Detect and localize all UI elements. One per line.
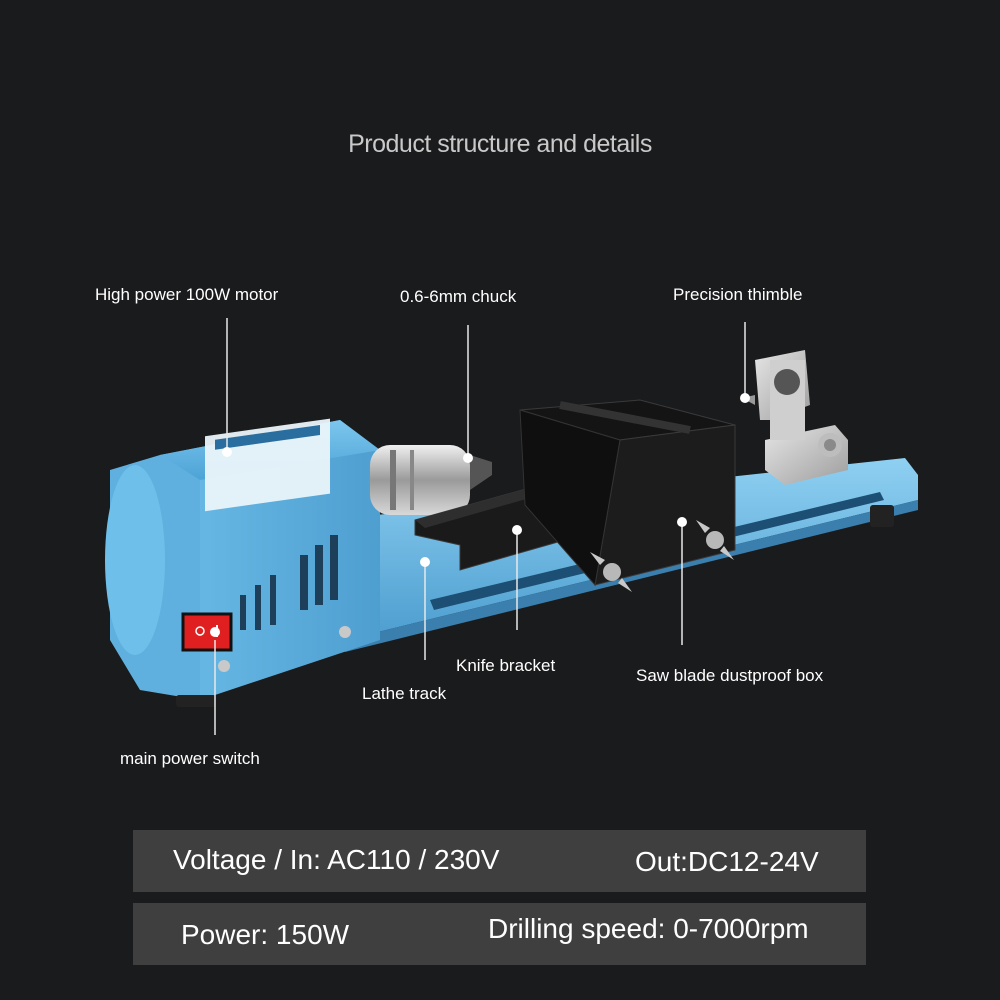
label-chuck: 0.6-6mm chuck: [400, 287, 517, 306]
spec-bar-voltage: Voltage / In: AC110 / 230V Out:DC12-24V: [133, 830, 866, 892]
motor-housing-shape: [105, 418, 380, 707]
power-switch-shape: [181, 612, 233, 652]
spec-out: Out:DC12-24V: [635, 846, 819, 877]
leader-lines: [210, 318, 750, 735]
spec-voltage-in: Voltage / In: AC110 / 230V: [173, 844, 500, 875]
spec-power: Power: 150W: [181, 919, 350, 950]
chuck-shape: [370, 445, 492, 515]
label-power-switch: main power switch: [120, 749, 260, 768]
thimble-shape: [742, 350, 848, 485]
page-title: Product structure and details: [348, 130, 652, 158]
dustproof-box-shape: [519, 399, 736, 592]
spec-drilling-speed: Drilling speed: 0-7000rpm: [488, 913, 809, 944]
label-motor: High power 100W motor: [95, 285, 279, 304]
label-knife-bracket: Knife bracket: [456, 656, 556, 675]
spec-bar-power: Power: 150W Drilling speed: 0-7000rpm: [133, 903, 866, 965]
label-dustproof-box: Saw blade dustproof box: [636, 666, 824, 685]
label-lathe-track: Lathe track: [362, 684, 447, 703]
label-thimble: Precision thimble: [673, 285, 803, 304]
